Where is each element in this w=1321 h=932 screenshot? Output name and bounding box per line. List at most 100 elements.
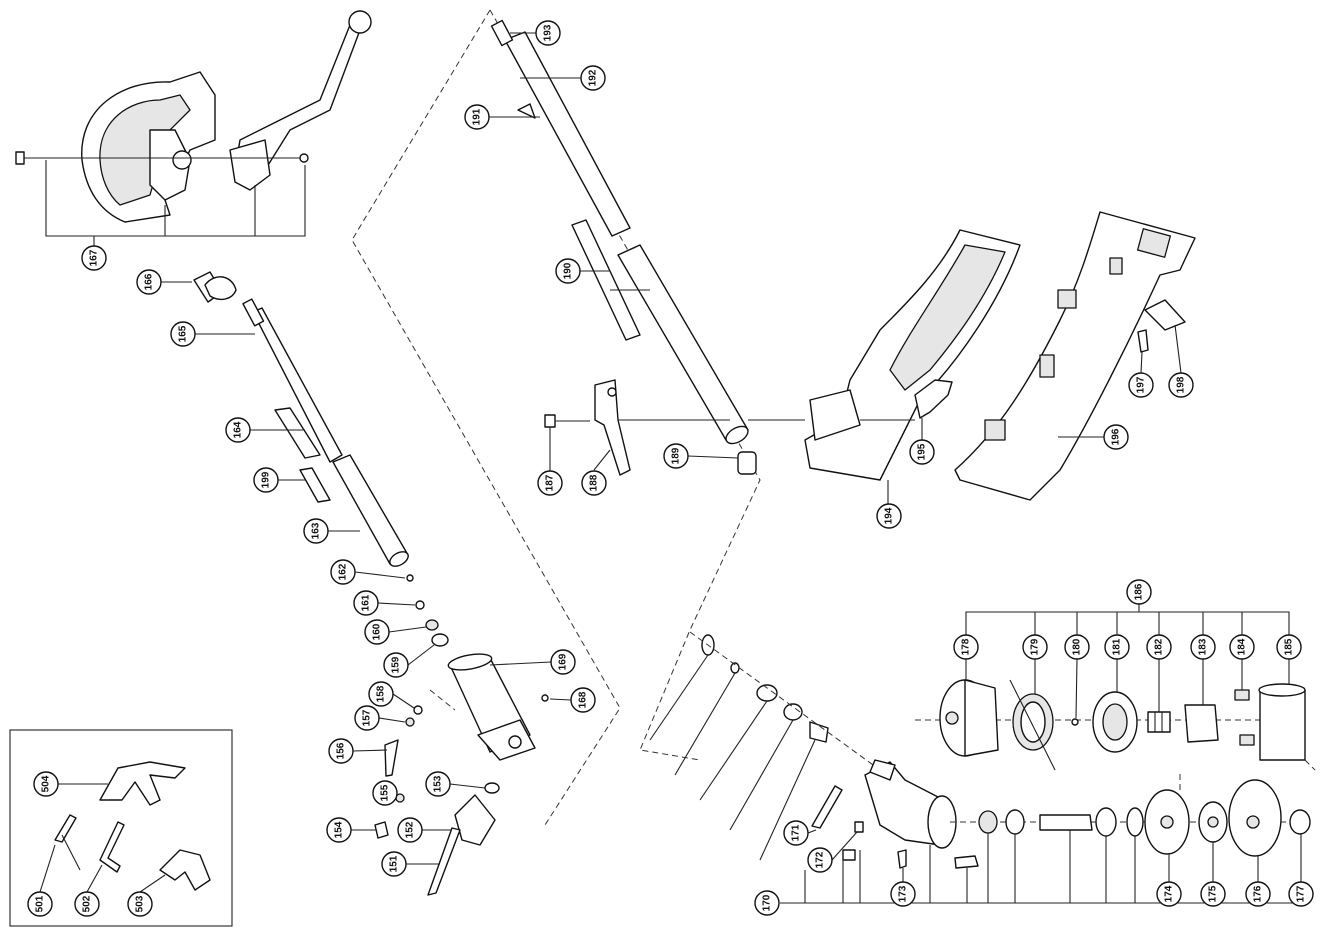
part-label-161: 161 <box>353 590 379 616</box>
part-number: 193 <box>543 24 554 41</box>
part-label-circle <box>354 705 380 731</box>
part-number: 198 <box>1176 376 1187 393</box>
part-label-199: 199 <box>253 467 279 493</box>
part-label-164: 164 <box>225 417 251 443</box>
part-number: 199 <box>261 471 272 488</box>
part-number: 183 <box>1198 638 1209 655</box>
part-label-circle <box>330 559 356 585</box>
accessory-box <box>9 729 233 927</box>
part-label-152: 152 <box>397 817 423 843</box>
part-number: 191 <box>472 108 483 125</box>
part-label-circle <box>1103 424 1129 450</box>
part-label-circle <box>1128 372 1154 398</box>
part-number: 156 <box>336 742 347 759</box>
part-label-circle <box>1104 634 1130 660</box>
part-label-circle <box>890 881 916 907</box>
part-label-circle <box>381 851 407 877</box>
part-label-circle <box>783 820 809 846</box>
part-label-circle <box>328 738 354 764</box>
lower-shaft-assembly <box>161 271 449 666</box>
part-label-156: 156 <box>328 738 354 764</box>
part-number: 154 <box>334 821 345 838</box>
part-label-172: 172 <box>807 847 833 873</box>
part-label-163: 163 <box>303 518 329 544</box>
part-label-169: 169 <box>550 649 576 675</box>
part-label-circle <box>253 467 279 493</box>
part-label-circle <box>953 634 979 660</box>
part-number: 188 <box>589 474 600 491</box>
part-label-151: 151 <box>381 851 407 877</box>
part-label-194: 194 <box>876 503 902 529</box>
part-label-160: 160 <box>364 619 390 645</box>
part-label-162: 162 <box>330 559 356 585</box>
part-number: 162 <box>338 563 349 580</box>
part-label-168: 168 <box>570 687 596 713</box>
part-number: 179 <box>1030 638 1041 655</box>
part-label-circle <box>570 687 596 713</box>
part-number: 166 <box>144 273 155 290</box>
part-label-503: 503 <box>127 891 153 917</box>
part-label-175: 175 <box>1200 881 1226 907</box>
part-label-circle <box>1064 634 1090 660</box>
part-number: 168 <box>578 691 589 708</box>
part-label-circle <box>397 817 423 843</box>
part-number: 192 <box>588 69 599 86</box>
part-label-circle <box>326 817 352 843</box>
part-label-circle <box>303 518 329 544</box>
part-number: 182 <box>1154 638 1165 655</box>
part-number: 176 <box>1253 885 1264 902</box>
part-label-circle <box>425 771 451 797</box>
part-number: 177 <box>1296 885 1307 902</box>
part-label-circle <box>580 65 606 91</box>
part-label-182: 182 <box>1146 634 1172 660</box>
part-number: 175 <box>1208 885 1219 902</box>
part-label-circle <box>550 649 576 675</box>
part-number: 502 <box>82 895 93 912</box>
part-label-502: 502 <box>74 891 100 917</box>
part-label-187: 187 <box>537 470 563 496</box>
part-label-circle <box>136 269 162 295</box>
part-label-157: 157 <box>354 705 380 731</box>
part-number: 196 <box>1111 428 1122 445</box>
part-label-circle <box>1288 881 1314 907</box>
upper-shaft-assembly <box>489 19 805 476</box>
part-label-circle <box>1245 881 1271 907</box>
part-label-188: 188 <box>581 470 607 496</box>
part-number: 171 <box>791 824 802 841</box>
guard-cover <box>954 211 1196 501</box>
part-number: 501 <box>35 895 46 912</box>
part-number: 197 <box>1136 376 1147 393</box>
part-number: 164 <box>233 421 244 438</box>
part-number: 167 <box>89 249 100 266</box>
part-number: 187 <box>545 474 556 491</box>
part-number: 174 <box>1164 885 1175 902</box>
part-label-circle <box>372 780 398 806</box>
part-number: 194 <box>884 507 895 524</box>
part-number: 157 <box>362 709 373 726</box>
part-label-circle <box>1156 881 1182 907</box>
part-label-circle <box>535 20 561 46</box>
part-label-159: 159 <box>383 652 409 678</box>
part-label-circle <box>807 847 833 873</box>
part-label-177: 177 <box>1288 881 1314 907</box>
part-label-165: 165 <box>170 321 196 347</box>
part-label-circle <box>27 891 53 917</box>
part-label-circle <box>353 590 379 616</box>
part-label-173: 173 <box>890 881 916 907</box>
part-label-184: 184 <box>1229 634 1255 660</box>
part-label-186: 186 <box>1126 579 1152 605</box>
part-number: 160 <box>372 623 383 640</box>
part-number: 155 <box>380 784 391 801</box>
part-label-circle <box>663 443 689 469</box>
part-label-circle <box>170 321 196 347</box>
part-label-198: 198 <box>1168 372 1194 398</box>
part-label-174: 174 <box>1156 881 1182 907</box>
part-number: 172 <box>815 851 826 868</box>
part-label-192: 192 <box>580 65 606 91</box>
part-number: 185 <box>1284 638 1295 655</box>
coupler-assembly <box>351 653 572 896</box>
part-label-circle <box>1200 881 1226 907</box>
part-number: 152 <box>405 821 416 838</box>
part-number: 170 <box>762 894 773 911</box>
